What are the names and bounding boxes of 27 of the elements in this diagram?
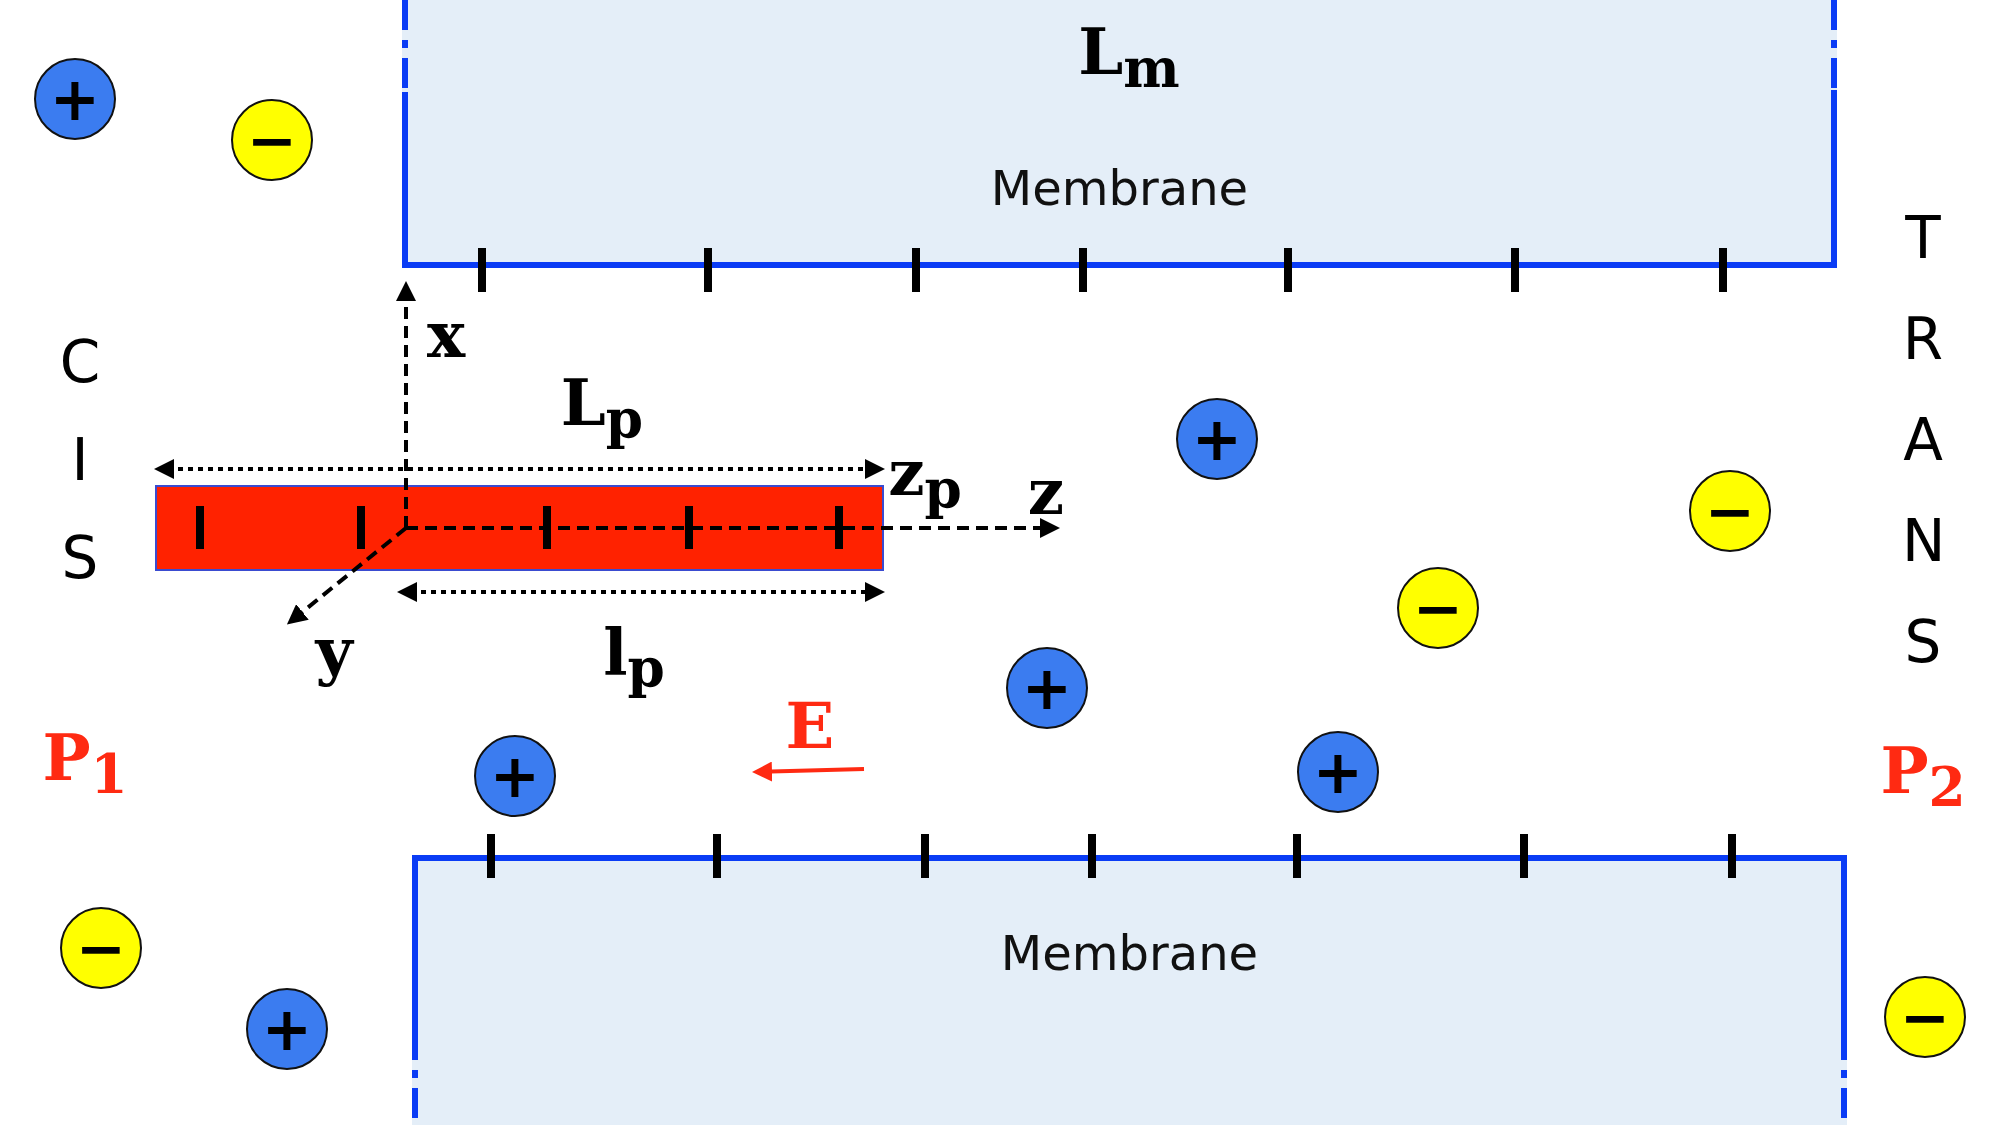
positive-ion: + — [34, 58, 116, 140]
negative-ion: − — [60, 907, 142, 989]
positive-ion: + — [1006, 647, 1088, 729]
side-label: CIS — [59, 327, 101, 594]
negative-ion: − — [1397, 567, 1479, 649]
axis-label: x — [426, 296, 466, 372]
length-symbol: L$_{p}$ — [560, 364, 644, 452]
axis-label: y — [315, 612, 353, 688]
membrane-label: Membrane — [990, 160, 1249, 216]
positive-ion: + — [1297, 731, 1379, 813]
pressure-symbol: P$_{2}$ — [1880, 732, 1966, 820]
positive-ion: + — [474, 735, 556, 817]
membrane — [412, 855, 1847, 1125]
membrane-label: Membrane — [1000, 925, 1259, 981]
membrane — [402, 0, 1837, 268]
pressure-symbol: P$_{1}$ — [42, 719, 128, 807]
positive-ion: + — [246, 988, 328, 1070]
negative-ion: − — [1689, 470, 1771, 552]
axis-label: z — [1027, 453, 1065, 529]
length-symbol: l$_{p}$ — [603, 613, 665, 701]
position-symbol: z$_{p}$ — [888, 434, 962, 522]
length-symbol: L$_{m}$ — [1078, 13, 1180, 101]
positive-ion: + — [1176, 398, 1258, 480]
negative-ion: − — [1884, 976, 1966, 1058]
side-label: TRANS — [1902, 202, 1944, 678]
negative-ion: − — [231, 99, 313, 181]
field-symbol: E — [785, 687, 835, 763]
